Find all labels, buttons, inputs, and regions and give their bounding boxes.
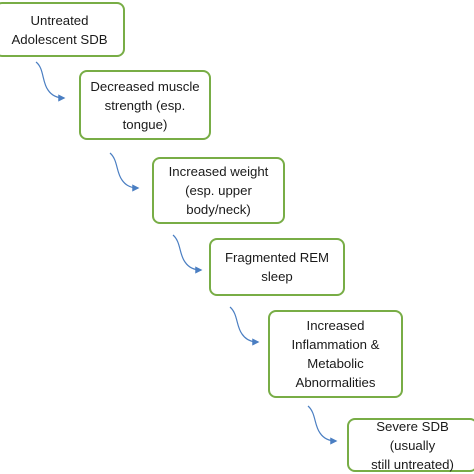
step-inflammation-metabolic: Increased Inflammation & Metabolic Abnor… (268, 310, 403, 398)
step-label: Increased Inflammation & Metabolic Abnor… (291, 318, 380, 390)
step-label: Increased weight (esp. upper body/neck) (168, 164, 269, 217)
arrow-5-to-6 (307, 405, 338, 445)
arrow-1-to-2 (35, 61, 66, 102)
step-label: Severe SDB (usually still untreated) (371, 418, 454, 472)
arrow-4-to-5 (229, 306, 260, 346)
step-label: Decreased muscle strength (esp. tongue) (90, 78, 200, 132)
step-untreated-sdb: Untreated Adolescent SDB (0, 2, 125, 57)
step-severe-sdb: Severe SDB (usually still untreated) (347, 418, 474, 472)
step-fragmented-rem-sleep: Fragmented REM sleep (209, 238, 345, 296)
arrow-3-to-4 (172, 234, 203, 274)
arrow-2-to-3 (109, 152, 140, 192)
step-label: Fragmented REM sleep (224, 250, 330, 284)
step-increased-weight: Increased weight (esp. upper body/neck) (152, 157, 285, 224)
step-label: Untreated Adolescent SDB (11, 12, 108, 47)
step-decreased-muscle-strength: Decreased muscle strength (esp. tongue) (79, 70, 211, 140)
